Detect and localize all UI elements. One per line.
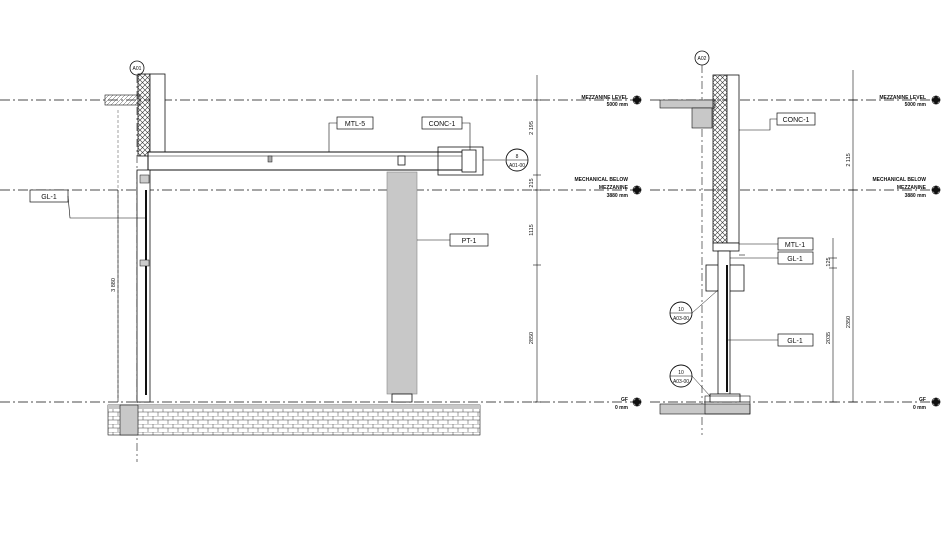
right-section: A02 CONC-1 MTL-1 GL-1: [659, 50, 941, 435]
right-mech-name1: MECHANICAL BELOW: [872, 177, 926, 183]
left-grid-bubble-label: A01: [133, 66, 142, 72]
left-footing: [119, 404, 139, 436]
right-glazing: [717, 250, 731, 395]
right-gf-elev: 0 mm: [913, 405, 927, 411]
right-dim-mid: 2035: [826, 332, 832, 344]
svg-text:10: 10: [678, 307, 684, 313]
left-dim-top: 2 195: [529, 121, 535, 135]
svg-text:GL-1: GL-1: [787, 338, 803, 345]
svg-text:GL-1: GL-1: [787, 256, 803, 263]
level-lines: [0, 99, 932, 403]
tag-conc-1-right: CONC-1: [739, 112, 816, 131]
right-mech-name2: MEZZANINE: [897, 185, 927, 191]
left-dim-upper: 1115: [529, 224, 535, 235]
right-wall-upper: [712, 74, 728, 244]
left-gf-name: GF: [621, 397, 628, 403]
right-detail-bubble-1: 10 A03-00: [669, 289, 719, 325]
svg-text:A03-00: A03-00: [673, 379, 689, 385]
left-gf-elev: 0 mm: [615, 405, 629, 411]
right-mech-elev: 3880 mm: [905, 193, 927, 199]
svg-text:8: 8: [516, 154, 519, 160]
svg-text:A01-00: A01-00: [509, 163, 525, 169]
tag-conc-1-left: CONC-1: [421, 116, 471, 150]
left-dimensions: [117, 75, 541, 403]
right-mezzanine-elev: 5000 mm: [905, 102, 927, 108]
right-dim-top: 2 115: [846, 153, 852, 166]
left-column-pt: [386, 171, 418, 395]
right-dim-small: 125: [826, 257, 832, 266]
svg-text:PT-1: PT-1: [462, 238, 477, 245]
left-beam-end: [461, 149, 477, 173]
left-dim-overall: 3 880: [111, 278, 117, 292]
left-level-markers: [632, 95, 642, 407]
left-beam: [147, 151, 469, 171]
left-ground-fill: [107, 404, 481, 436]
tag-gl-1-right-upper: GL-1: [730, 251, 814, 265]
left-section: A01 MTL-5: [29, 60, 642, 462]
svg-text:A03-00: A03-00: [673, 316, 689, 322]
svg-text:CONC-1: CONC-1: [783, 117, 810, 124]
svg-text:MTL-5: MTL-5: [345, 121, 365, 128]
tag-gl-1-left: GL-1: [29, 189, 146, 219]
right-level-markers: [931, 95, 941, 407]
left-mezzanine-name: MEZZANINE LEVEL: [581, 95, 628, 101]
right-gf-name: GF: [919, 397, 926, 403]
svg-text:MTL-1: MTL-1: [785, 242, 805, 249]
left-grid-bubble: [129, 60, 145, 76]
left-detail-box: [437, 146, 484, 176]
tag-mtl-1-right: MTL-1: [739, 237, 814, 251]
left-detail-bubble: 8 A01-00: [505, 148, 529, 172]
left-parapet-wall: [137, 73, 151, 157]
left-dim-lower: 2850: [529, 332, 535, 344]
svg-text:CONC-1: CONC-1: [429, 121, 456, 128]
tag-mtl-5: MTL-5: [328, 116, 374, 152]
right-mezzanine-name: MEZZANINE LEVEL: [879, 95, 926, 101]
left-glazing-wall: [136, 169, 151, 403]
svg-text:GL-1: GL-1: [41, 194, 57, 201]
left-mech-name1: MECHANICAL BELOW: [574, 177, 628, 183]
left-dim-mid: 215: [529, 178, 535, 187]
left-mech-elev: 3880 mm: [607, 193, 629, 199]
left-mezzanine-elev: 5000 mm: [607, 102, 629, 108]
right-dim-overall: 2350: [846, 316, 852, 328]
left-mech-name2: MEZZANINE: [599, 185, 629, 191]
right-dimensions: [829, 70, 857, 403]
right-grid-bubble-label: A02: [698, 56, 707, 62]
tag-gl-1-right-lower: GL-1: [727, 333, 814, 347]
right-detail-bubble-2: 10 A03-00: [669, 364, 711, 397]
right-grid-bubble: [694, 50, 710, 66]
left-parapet-cap: [149, 73, 166, 157]
right-top-slab: [659, 99, 716, 109]
svg-text:10: 10: [678, 370, 684, 376]
tag-pt-1: PT-1: [417, 233, 489, 247]
left-top-slab: [104, 94, 141, 106]
